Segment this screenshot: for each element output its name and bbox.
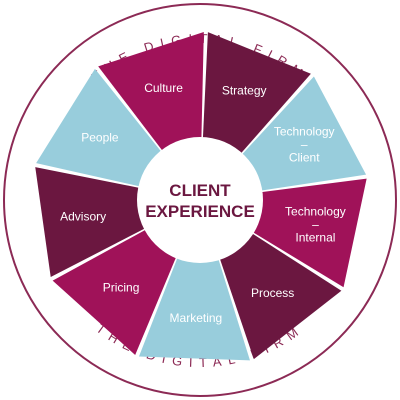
segment-8-label-line-0: Culture (144, 81, 183, 95)
segment-3-label-line-0: Process (251, 286, 294, 300)
segment-6-label-line-0: Advisory (60, 209, 106, 223)
segment-1 (237, 76, 367, 192)
center-title-line2: EXPERIENCE (145, 202, 255, 221)
segment-2-label-line-1: – (312, 218, 319, 232)
segment-2-label-line-2: Internal (295, 231, 335, 245)
segment-8 (98, 32, 204, 157)
segment-4-label-line-0: Marketing (170, 311, 223, 325)
segment-2 (246, 178, 367, 288)
segment-1-label-line-1: – (301, 138, 308, 152)
segment-0-label-line-0: Strategy (222, 84, 267, 98)
segment-6 (35, 167, 152, 278)
segment-4 (138, 251, 250, 361)
segment-7 (36, 68, 166, 188)
segment-5 (52, 226, 179, 355)
segment-3 (217, 229, 342, 360)
outer-ring (3, 3, 397, 397)
segment-5-label-line-0: Pricing (103, 281, 140, 295)
segment-2-label-line-0: Technology (285, 205, 346, 219)
segment-7-label-line-0: People (81, 130, 119, 144)
segment-1-label-line-0: Technology (274, 125, 335, 139)
wheel-segments: StrategyTechnology–ClientTechnology–Inte… (35, 32, 367, 361)
segment-1-label-line-2: Client (289, 151, 320, 165)
center-circle (137, 137, 263, 263)
center-title-line1: CLIENT (169, 181, 231, 200)
segment-0 (202, 32, 311, 159)
